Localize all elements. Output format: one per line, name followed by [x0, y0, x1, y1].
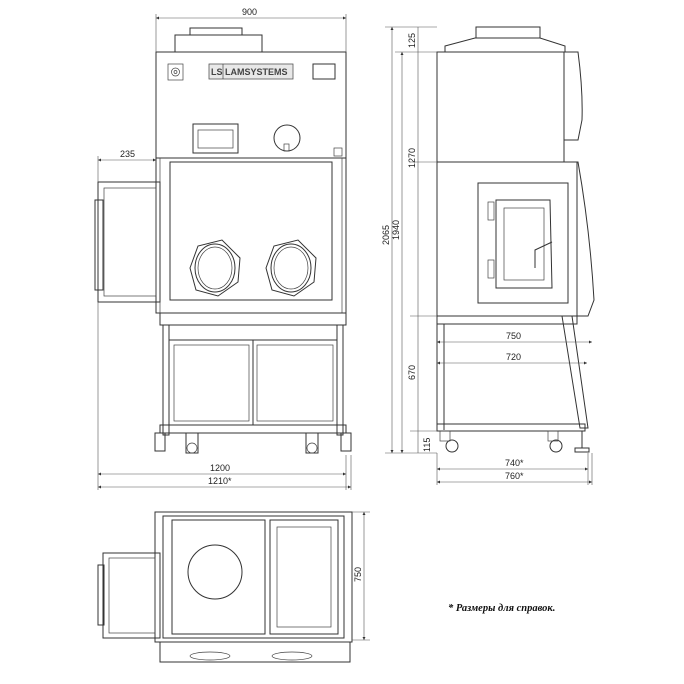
wheels-side [439, 430, 590, 453]
logo-prefix: LS [211, 67, 223, 77]
reference-note: * Размеры для справок. [448, 603, 555, 614]
dim-115: 115 [422, 438, 432, 452]
dim-1940: 1940 [391, 220, 401, 240]
work-chamber [155, 157, 347, 314]
dim-125: 125 [407, 33, 417, 48]
dim-750-plan: 750 [353, 567, 363, 582]
biohazard-icon [167, 63, 184, 81]
plan-exhaust-circle [187, 544, 243, 600]
dim-1270: 1270 [407, 148, 417, 168]
plan-pass-box [102, 552, 161, 639]
dim-1200: 1200 [210, 463, 230, 473]
logo-plate [208, 63, 294, 80]
dim-720: 720 [506, 352, 521, 362]
logo-text: LAMSYSTEMS [225, 67, 288, 77]
wheels-front [154, 432, 352, 454]
exhaust-cap [174, 34, 263, 53]
side-view: 2065 1940 125 1270 670 115 750 720 740* … [381, 26, 595, 485]
side-rear-leg [561, 315, 589, 429]
dim-1210: 1210* [208, 476, 232, 486]
dim-900: 900 [242, 7, 257, 17]
exhaust-top [189, 27, 243, 36]
pressure-gauge [273, 124, 301, 152]
indicator-panel [312, 63, 336, 80]
plan-body [154, 511, 353, 643]
dim-670: 670 [407, 365, 417, 380]
door-handle [534, 241, 553, 268]
control-screen [192, 123, 239, 154]
glove-port-left [189, 239, 241, 297]
glove-port-right [265, 239, 317, 297]
dim-750-side: 750 [506, 331, 521, 341]
side-front-panel [564, 51, 583, 141]
dim-760: 760* [505, 471, 524, 481]
stand-top [159, 312, 347, 326]
side-door-window [503, 207, 545, 281]
pass-box [97, 181, 161, 303]
side-exhaust-cap [444, 37, 566, 53]
front-window [169, 161, 333, 301]
side-upper-body [436, 51, 565, 163]
pass-box-door [94, 199, 104, 291]
front-view: LS LAMSYSTEMS [94, 7, 352, 490]
side-door [477, 182, 569, 304]
dim-235: 235 [120, 149, 135, 159]
side-chamber [436, 161, 578, 317]
dim-2065: 2065 [381, 225, 391, 245]
dim-740: 740* [505, 458, 524, 468]
plan-view: 750 [97, 511, 370, 663]
